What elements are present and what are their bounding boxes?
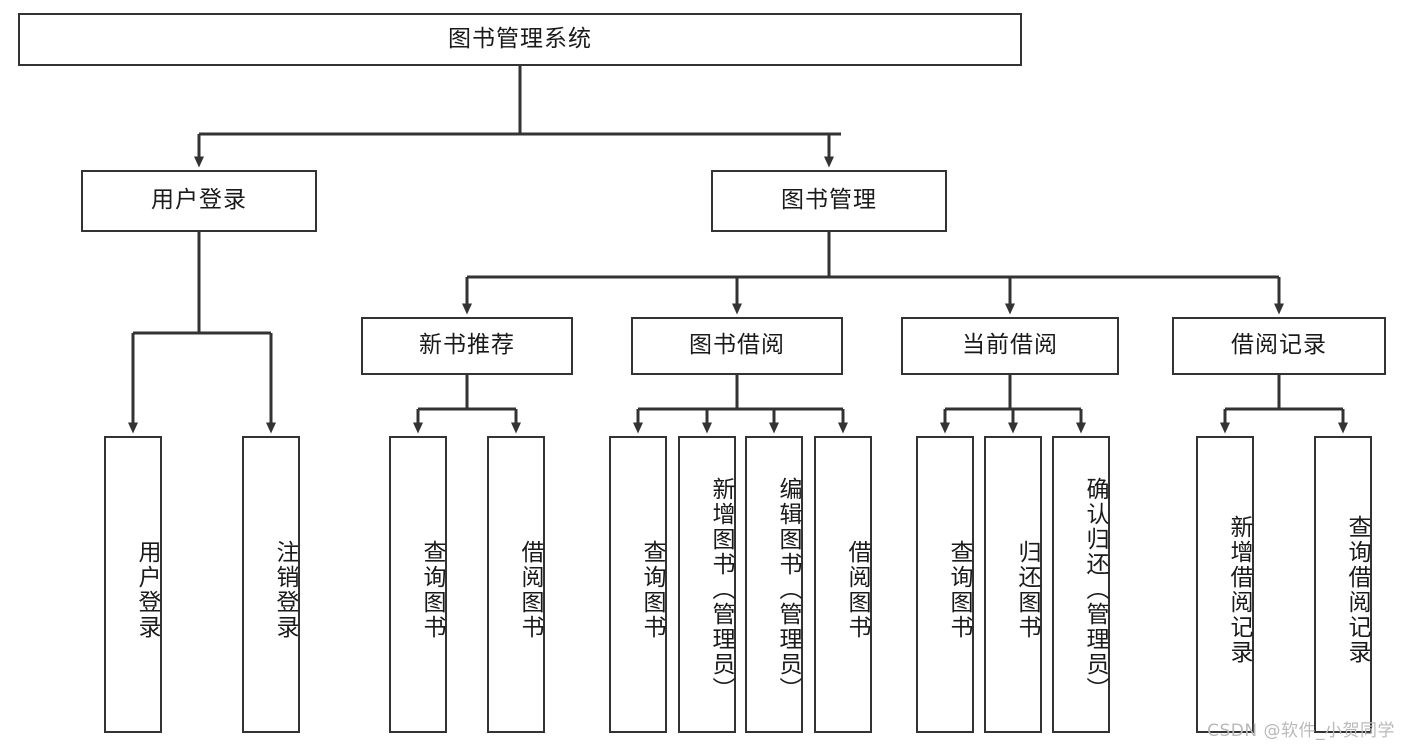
leaf-borrow-book-recommend-label: 借阅图书	[517, 539, 543, 640]
leaf-query-borrow-record[interactable]: 查询借阅记录	[1314, 436, 1372, 733]
node-book-borrow[interactable]: 图书借阅	[631, 317, 843, 375]
csdn-watermark: CSDN @软件_小贺同学	[1207, 721, 1395, 741]
leaf-add-book-admin[interactable]: 新增图书（管理员）	[678, 436, 736, 733]
leaf-edit-book-admin[interactable]: 编辑图书（管理员）	[745, 436, 803, 733]
leaf-query-book-recommend[interactable]: 查询图书	[389, 436, 447, 733]
node-user-login[interactable]: 用户登录	[81, 170, 317, 232]
node-root-label: 图书管理系统	[448, 25, 592, 52]
leaf-confirm-return-admin-label: 确认归还（管理员）	[1082, 477, 1108, 702]
node-borrow-record-label: 借阅记录	[1231, 332, 1327, 359]
node-book-borrow-label: 图书借阅	[689, 332, 785, 359]
node-borrow-record[interactable]: 借阅记录	[1172, 317, 1386, 375]
leaf-borrow-book-label: 借阅图书	[844, 539, 870, 640]
node-book-management[interactable]: 图书管理	[711, 170, 947, 232]
node-new-book-recommend[interactable]: 新书推荐	[361, 317, 573, 375]
leaf-query-book-borrow-label: 查询图书	[639, 539, 665, 640]
leaf-add-borrow-record-label: 新增借阅记录	[1226, 514, 1252, 665]
leaf-query-borrow-record-label: 查询借阅记录	[1344, 514, 1370, 665]
leaf-query-book-current-label: 查询图书	[946, 539, 972, 640]
leaf-return-book-label: 归还图书	[1014, 539, 1040, 640]
leaf-user-login-label: 用户登录	[134, 539, 160, 640]
node-user-login-label: 用户登录	[151, 187, 247, 214]
leaf-query-book-recommend-label: 查询图书	[419, 539, 445, 640]
leaf-query-book-borrow[interactable]: 查询图书	[609, 436, 667, 733]
leaf-user-login[interactable]: 用户登录	[104, 436, 162, 733]
node-new-book-recommend-label: 新书推荐	[419, 332, 515, 359]
leaf-confirm-return-admin[interactable]: 确认归还（管理员）	[1052, 436, 1110, 733]
node-root[interactable]: 图书管理系统	[18, 13, 1022, 66]
node-book-management-label: 图书管理	[781, 187, 877, 214]
leaf-logout[interactable]: 注销登录	[242, 436, 300, 733]
leaf-borrow-book[interactable]: 借阅图书	[814, 436, 872, 733]
leaf-edit-book-admin-label: 编辑图书（管理员）	[775, 477, 801, 702]
leaf-add-book-admin-label: 新增图书（管理员）	[708, 477, 734, 702]
leaf-logout-label: 注销登录	[272, 539, 298, 640]
leaf-query-book-current[interactable]: 查询图书	[916, 436, 974, 733]
node-current-borrow-label: 当前借阅	[962, 332, 1058, 359]
leaf-add-borrow-record[interactable]: 新增借阅记录	[1196, 436, 1254, 733]
node-current-borrow[interactable]: 当前借阅	[901, 317, 1119, 375]
leaf-borrow-book-recommend[interactable]: 借阅图书	[487, 436, 545, 733]
leaf-return-book[interactable]: 归还图书	[984, 436, 1042, 733]
